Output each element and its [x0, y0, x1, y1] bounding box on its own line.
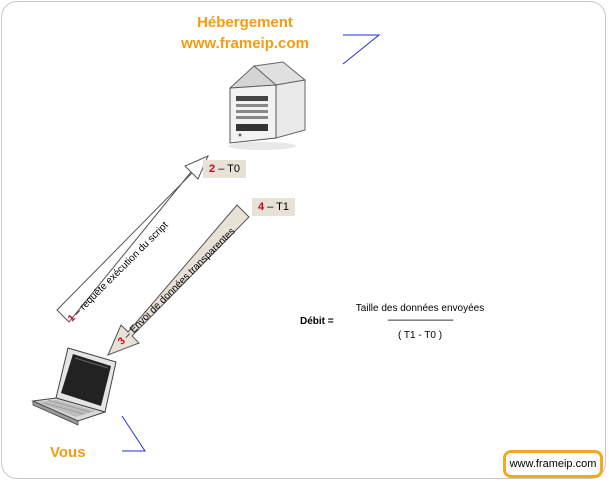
arrow-request — [56, 155, 209, 323]
step-number: 4 — [258, 201, 265, 213]
event-text: – T0 — [218, 163, 240, 175]
host-title: Hébergement www.frameip.com — [160, 12, 330, 54]
accent-line-bottom — [121, 415, 146, 452]
host-title-line2: www.frameip.com — [181, 35, 309, 52]
step-number: 2 — [209, 163, 216, 175]
client-label: Vous — [50, 444, 86, 461]
formula-label: Débit = — [300, 316, 334, 327]
server-icon — [228, 61, 307, 150]
laptop-icon — [31, 347, 117, 426]
formula-fraction-bar: ---------------------------- — [387, 315, 453, 326]
brand-badge: www.frameip.com — [503, 450, 603, 478]
event-t0: 2 – T0 — [203, 160, 246, 178]
event-text: – T1 — [267, 201, 289, 213]
event-t1: 4 – T1 — [252, 198, 295, 216]
formula-denominator: ( T1 - T0 ) — [397, 330, 443, 341]
arrow-response — [107, 204, 250, 356]
formula-numerator: Taille des données envoyées — [355, 303, 485, 314]
host-title-line1: Hébergement — [197, 14, 293, 31]
accent-line-top — [342, 34, 381, 65]
